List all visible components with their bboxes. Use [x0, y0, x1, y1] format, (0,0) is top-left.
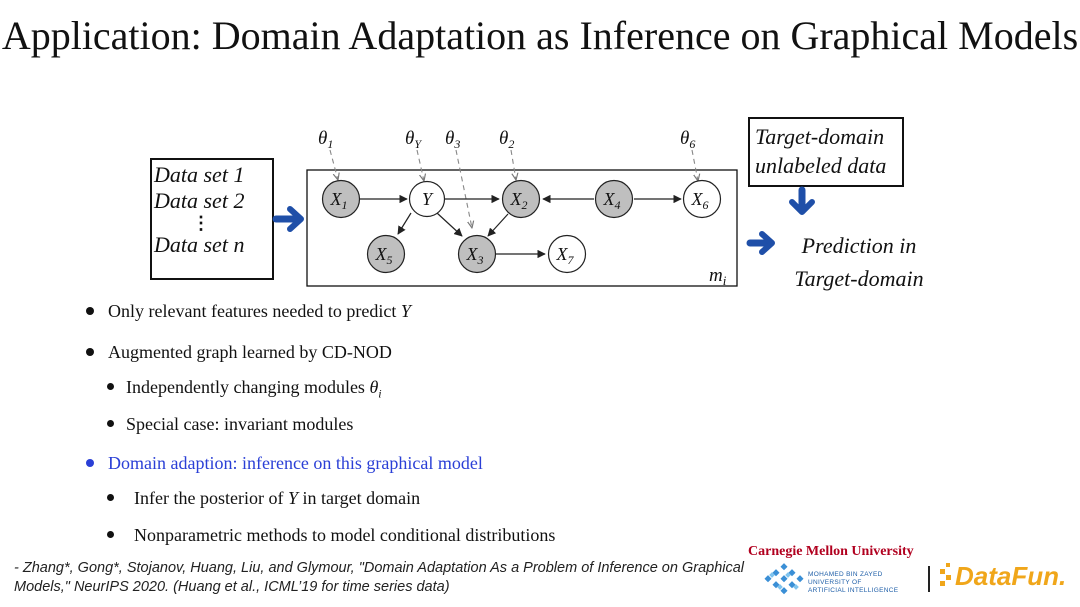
dataset-1-label: Data set 1	[154, 162, 245, 187]
svg-text:Y: Y	[422, 189, 434, 209]
blue-arrow-down	[789, 186, 815, 215]
node-x1: X1	[321, 179, 361, 219]
theta6-edge	[691, 149, 698, 181]
datasets-box: Data set 1 Data set 2 ⋮ Data set n	[150, 158, 274, 280]
dataset-2-label: Data set 2	[154, 188, 245, 213]
theta1-label: θ1	[318, 128, 333, 151]
datafun-logo-text: DataFun.	[955, 561, 1067, 591]
slide-title: Application: Domain Adaptation as Infere…	[1, 13, 1079, 58]
mbzuai-line-2: UNIVERSITY OF	[808, 579, 862, 586]
prediction-line-2: Target-domain	[794, 266, 924, 291]
target-box-line-2: unlabeled data	[755, 153, 887, 178]
node-x3: X3	[457, 234, 497, 274]
plate-label: mi	[709, 265, 727, 288]
edge-y-x3	[436, 212, 463, 237]
mbzuai-line-1: MOHAMED BIN ZAYED	[808, 571, 883, 578]
theta6-label: θ6	[680, 128, 695, 151]
target-domain-box: Target-domain unlabeled data	[748, 117, 904, 187]
theta2-label: θ2	[499, 128, 514, 151]
vertical-ellipsis: ⋮	[192, 213, 210, 233]
svg-text:X2: X2	[510, 189, 528, 212]
node-x2: X2	[501, 179, 541, 219]
target-box-line-1: Target-domain	[755, 124, 885, 149]
mbzuai-line-3: ARTIFICIAL INTELLIGENCE	[808, 587, 899, 594]
svg-text:X7: X7	[556, 244, 575, 267]
svg-text:X6: X6	[691, 189, 709, 212]
svg-text:X1: X1	[330, 189, 348, 212]
plate-label-sub: i	[723, 273, 727, 288]
edge-x2-x3	[487, 213, 509, 237]
blue-arrow-right-1	[272, 206, 304, 232]
theta3-edge	[455, 149, 472, 228]
citation: - Zhang*, Gong*, Stojanov, Huang, Liu, a…	[14, 560, 745, 595]
theta1-edge	[329, 149, 338, 180]
dataset-n-label: Data set n	[154, 232, 245, 257]
node-y: Y	[408, 180, 446, 218]
svg-text:X5: X5	[375, 244, 393, 267]
node-x6: X6	[682, 179, 722, 219]
logo-separator	[928, 566, 930, 592]
theta3-label: θ3	[445, 128, 460, 151]
thetaY-edge	[416, 149, 424, 181]
mbzuai-logo-text: MOHAMED BIN ZAYED UNIVERSITY OF ARTIFICI…	[808, 571, 898, 595]
plate-label-m: m	[709, 265, 723, 286]
prediction-label: Prediction in Target-domain	[784, 229, 934, 295]
node-x7: X7	[547, 234, 587, 274]
node-x5: X5	[366, 234, 406, 274]
prediction-line-1: Prediction in	[801, 233, 917, 258]
svg-text:X4: X4	[603, 189, 621, 212]
node-x4: X4	[594, 179, 634, 219]
svg-text:X3: X3	[466, 244, 484, 267]
edge-y-x5	[397, 212, 412, 235]
datafun-logo-icon	[940, 563, 951, 586]
cmu-logo-text: Carnegie Mellon University	[748, 544, 914, 559]
mbzuai-logo-icon	[764, 563, 804, 595]
blue-arrow-right-2	[746, 231, 775, 255]
thetaY-label: θY	[405, 128, 422, 151]
theta2-edge	[510, 149, 516, 180]
plate-rectangle	[306, 169, 738, 287]
